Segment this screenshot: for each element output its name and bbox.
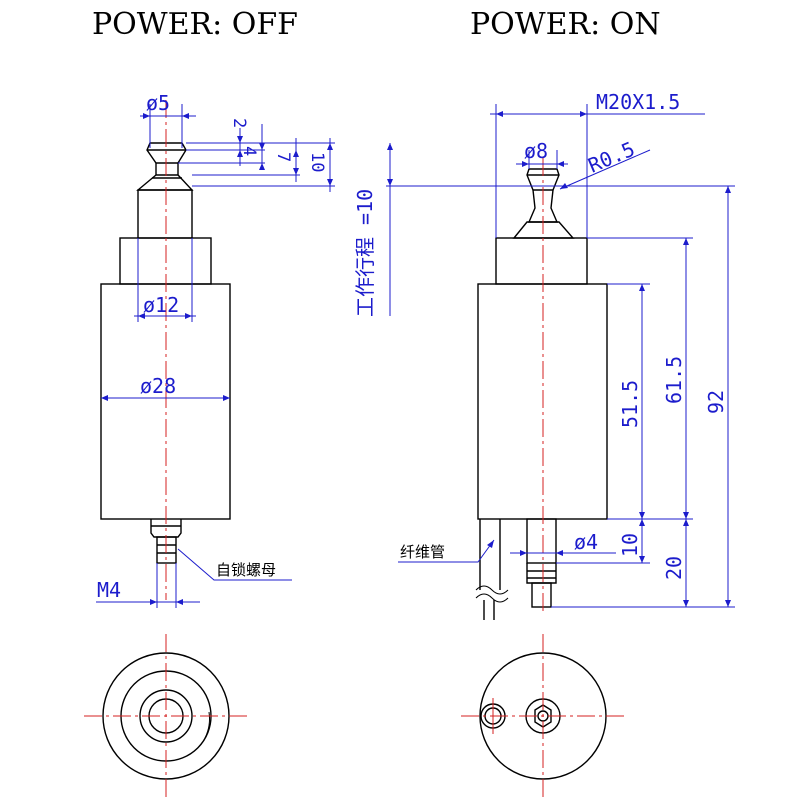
dim-radius: R0.5 xyxy=(585,137,639,178)
dim-2: 2 xyxy=(229,118,249,128)
lock-nut-label: 自锁螺母 xyxy=(216,561,276,579)
dim-10-top: 10 xyxy=(307,152,327,172)
dim-body-diameter: ø28 xyxy=(140,374,176,398)
power-on-title: POWER: ON xyxy=(470,7,661,42)
power-off-title: POWER: OFF xyxy=(92,7,298,42)
dim-4: 4 xyxy=(239,146,259,156)
dim-20: 20 xyxy=(662,556,686,580)
dim-stud-diameter: ø4 xyxy=(574,530,598,554)
fiber-tube-label: 纤维管 xyxy=(400,543,445,561)
power-on-side-view: 工作行程 =10 M20X1.5 ø8 R0.5 51.5 61.5 92 10… xyxy=(353,90,735,620)
dim-51-5: 51.5 xyxy=(618,380,642,428)
dim-tip-diameter: ø8 xyxy=(524,139,548,163)
power-off-end-view xyxy=(84,634,248,798)
power-on-end-view xyxy=(461,634,625,798)
power-off-side-view: ø5 2 4 7 10 ø12 ø28 M4 自锁螺母 xyxy=(96,91,335,608)
dim-10-bottom: 10 xyxy=(618,533,642,557)
dim-mid-diameter: ø12 xyxy=(143,293,179,317)
dim-61-5: 61.5 xyxy=(662,356,686,404)
dim-7: 7 xyxy=(273,152,293,162)
dim-thread-m4: M4 xyxy=(97,578,121,602)
dim-thread-m20: M20X1.5 xyxy=(596,90,680,114)
dim-92: 92 xyxy=(704,390,728,414)
dim-stroke-label: 工作行程 =10 xyxy=(353,189,377,317)
dim-rod-diameter: ø5 xyxy=(146,91,170,115)
